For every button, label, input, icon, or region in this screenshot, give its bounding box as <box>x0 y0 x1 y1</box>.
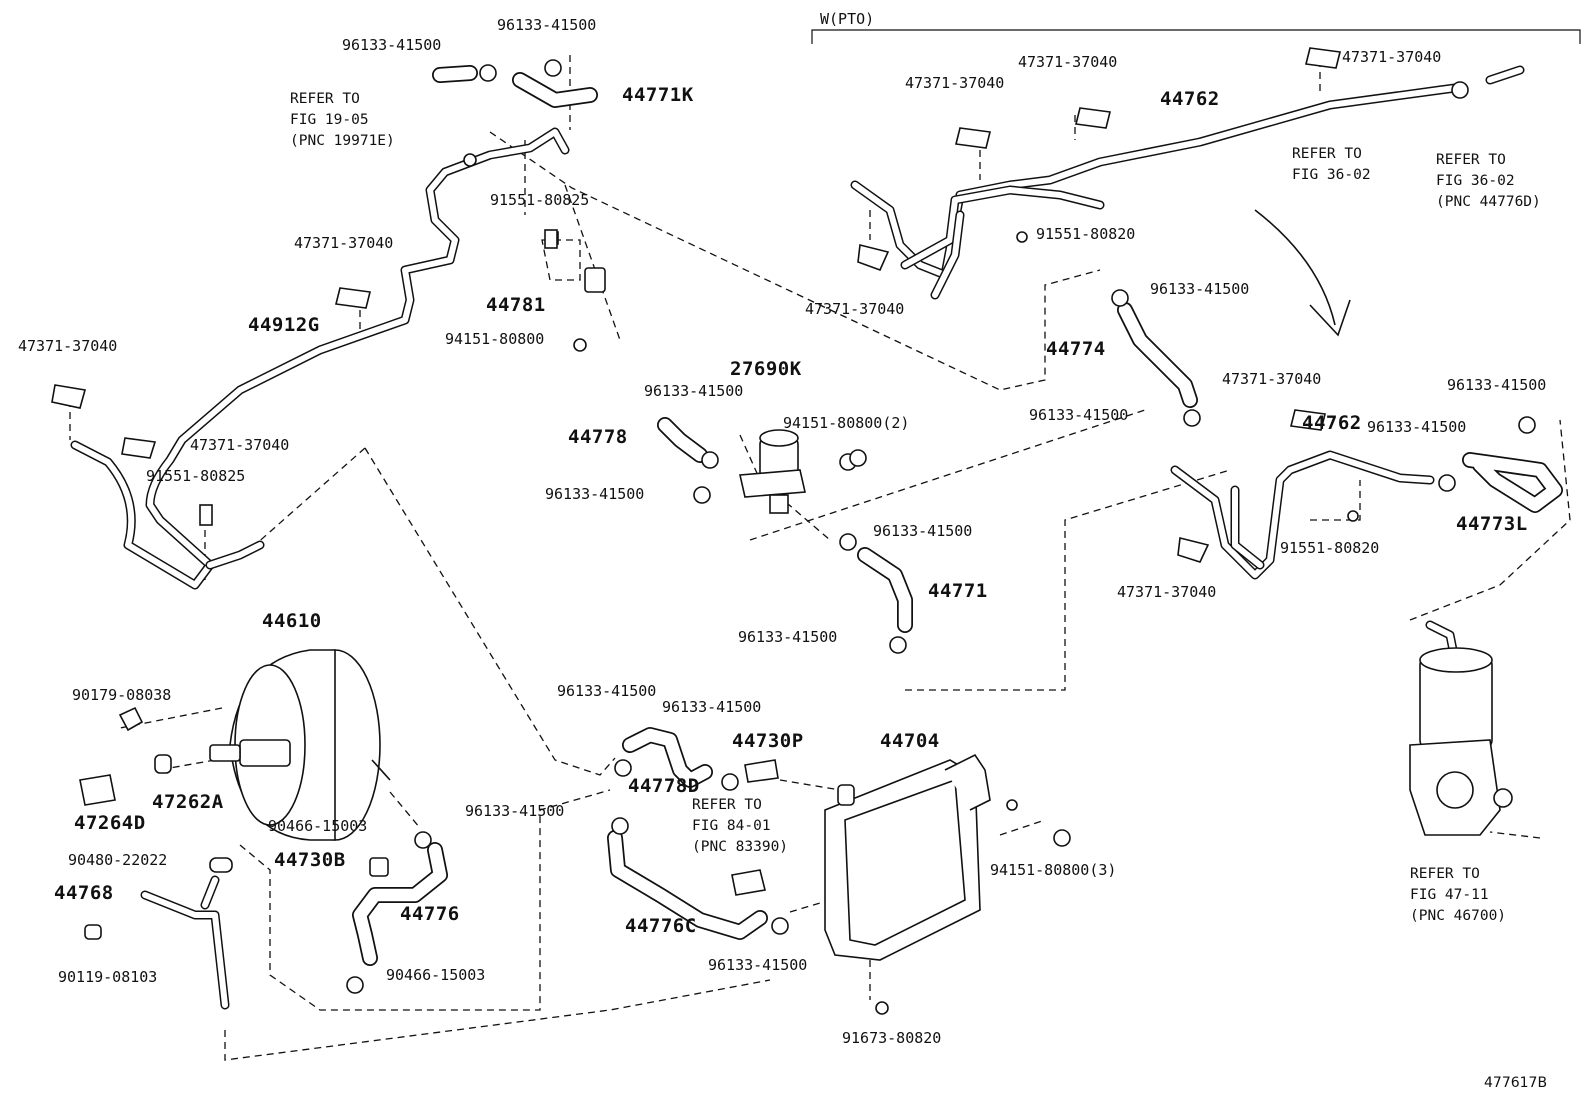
refer-note: (PNC 46700) <box>1410 908 1507 924</box>
refer-note: (PNC 44776D) <box>1436 194 1541 210</box>
pto-bracket <box>811 29 1581 44</box>
refer-note: (PNC 83390) <box>692 839 789 855</box>
part-number: 94151-80800(3) <box>990 861 1117 879</box>
part-number: 47262A <box>152 791 224 813</box>
part-number: 44704 <box>880 730 940 752</box>
part-number: 44730B <box>274 849 346 871</box>
part-number: 47371-37040 <box>294 234 394 252</box>
refer-note: REFER TO <box>692 797 762 813</box>
part-number: 47371-37040 <box>18 337 118 355</box>
refer-note: FIG 84-01 <box>692 818 771 834</box>
part-number: 27690K <box>730 358 802 380</box>
refer-note: FIG 47-11 <box>1410 887 1489 903</box>
bracket-47264D <box>79 774 116 806</box>
part-number: 44771K <box>622 84 694 106</box>
part-number: 44768 <box>54 882 114 904</box>
tank-44704 <box>824 753 991 961</box>
refer-note: FIG 19-05 <box>290 112 369 128</box>
grommet-90480-22022 <box>209 857 233 873</box>
part-number: 90179-08038 <box>72 686 172 704</box>
part-number: 96133-41500 <box>1029 406 1129 424</box>
brake-booster-44610 <box>209 649 391 841</box>
part-number: 91551-80825 <box>146 467 246 485</box>
part-number: 96133-41500 <box>1447 376 1547 394</box>
part-number: 44774 <box>1046 338 1106 360</box>
part-number: 44762 <box>1160 88 1220 110</box>
part-number: 96133-41500 <box>738 628 838 646</box>
clamps <box>51 47 1536 1015</box>
refer-note: FIG 36-02 <box>1292 167 1371 183</box>
part-number: 47371-37040 <box>905 74 1005 92</box>
part-number: 44762 <box>1302 412 1362 434</box>
part-number: 96133-41500 <box>873 522 973 540</box>
part-number: 47371-37040 <box>1222 370 1322 388</box>
refer-note: REFER TO <box>1410 866 1480 882</box>
part-number: 96133-41500 <box>662 698 762 716</box>
pipe-44762-lower <box>1170 450 1435 580</box>
diagram-id: 477617B <box>1484 1075 1548 1091</box>
pipe-44762-top <box>850 65 1525 300</box>
part-number: 96133-41500 <box>1150 280 1250 298</box>
pipe-44912G <box>70 127 570 590</box>
part-number: 96133-41500 <box>465 802 565 820</box>
part-number: 44776 <box>400 903 460 925</box>
part-number: 44778D <box>628 775 700 797</box>
refer-note: (PNC 19971E) <box>290 133 395 149</box>
part-number: 47371-37040 <box>1342 48 1442 66</box>
part-number: 47264D <box>74 812 146 834</box>
part-number: 96133-41500 <box>342 36 442 54</box>
part-number: 96133-41500 <box>545 485 645 503</box>
part-number: 44781 <box>486 294 546 316</box>
refer-note: FIG 36-02 <box>1436 173 1515 189</box>
part-47262A-shape <box>154 754 172 774</box>
pump-46700 <box>1409 620 1513 836</box>
part-number: 91673-80820 <box>842 1029 942 1047</box>
part-number: 44912G <box>248 314 320 336</box>
part-number: 96133-41500 <box>497 16 597 34</box>
part-number: 91551-80820 <box>1036 225 1136 243</box>
nut-90179-08038 <box>118 706 144 732</box>
part-number: 47371-37040 <box>1117 583 1217 601</box>
part-number: 44730P <box>732 730 804 752</box>
part-number: 96133-41500 <box>644 382 744 400</box>
part-number: 44778 <box>568 426 628 448</box>
switch-44730P <box>744 759 779 783</box>
part-number: 94151-80800 <box>445 330 545 348</box>
part-number: 96133-41500 <box>1367 418 1467 436</box>
dashed-leader-lines <box>69 55 1571 1061</box>
arrowhead-icon <box>1309 299 1351 337</box>
part-number: 47371-37040 <box>190 436 290 454</box>
vsv-27690K <box>739 429 806 514</box>
part-number: 44771 <box>928 580 988 602</box>
part-number: 47371-37040 <box>1018 53 1118 71</box>
pto-label: W(PTO) <box>820 10 875 28</box>
part-number: 96133-41500 <box>708 956 808 974</box>
part-number: 90466-15003 <box>386 966 486 984</box>
part-number: 91551-80820 <box>1280 539 1380 557</box>
part-number: 94151-80800(2) <box>783 414 910 432</box>
sensor-83390 <box>731 869 766 896</box>
part-number: 44773L <box>1456 513 1528 535</box>
refer-note: REFER TO <box>1292 146 1362 162</box>
part-number: 91551-80825 <box>490 191 590 209</box>
refer-note: REFER TO <box>290 91 360 107</box>
part-number: 90119-08103 <box>58 968 158 986</box>
part-number: 47371-37040 <box>805 300 905 318</box>
part-number: 90480-22022 <box>68 851 168 869</box>
part-number: 44610 <box>262 610 322 632</box>
part-number: 96133-41500 <box>557 682 657 700</box>
refer-note: REFER TO <box>1436 152 1506 168</box>
direction-arrow <box>1254 209 1336 326</box>
part-number: 44776C <box>625 915 697 937</box>
part-number: 90466-15003 <box>268 817 368 835</box>
